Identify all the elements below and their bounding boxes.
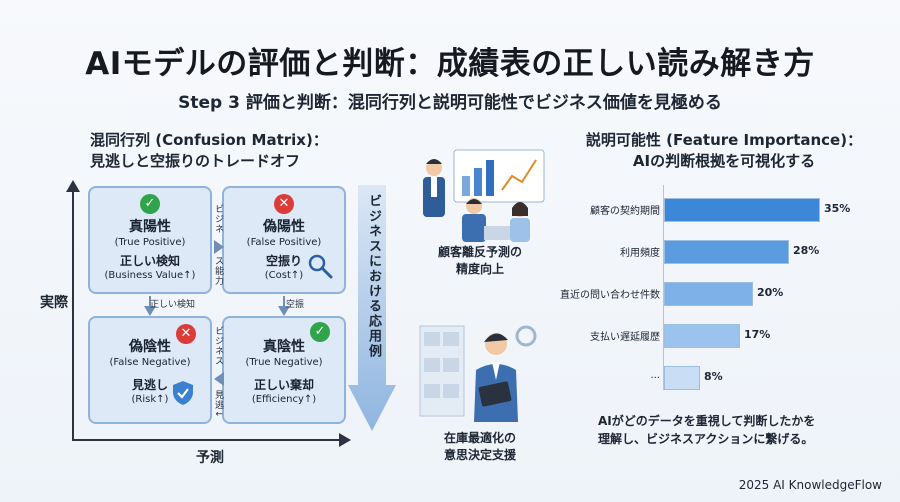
case1-label: 顧客離反予測の 精度向上 [410, 244, 550, 278]
link-label-bottom-a: ビジネス [213, 326, 223, 366]
cross-icon: ✕ [274, 194, 294, 214]
importance-heading-line2: AIの判断根拠を可視化する [632, 152, 816, 170]
importance-axis [663, 185, 664, 390]
importance-bar-row: 顧客の契約期間 35% [560, 198, 870, 222]
team-analysis-illustration [423, 149, 545, 242]
tp-name: 真陽性 [129, 219, 171, 235]
application-down-arrow-icon [348, 185, 396, 431]
feature-importance-heading: 説明可能性 (Feature Importance)： AIの判断根拠を可視化す… [574, 130, 874, 172]
case2-line1: 在庫最適化の [443, 431, 516, 445]
importance-bar [664, 324, 740, 348]
importance-bar-value: 17% [744, 328, 771, 341]
importance-note-line2: 理解し、ビジネスアクションに繋げる。 [598, 432, 814, 446]
importance-bar-label: 直近の問い合わせ件数 [560, 290, 660, 301]
footer-credit: 2025 AI KnowledgeFlow [738, 478, 882, 492]
importance-bar [664, 240, 789, 264]
tp-meaning: 正しい検知 [119, 254, 180, 268]
magnifier-icon [308, 254, 333, 279]
arrow-right-icon [214, 240, 224, 254]
importance-bar [664, 366, 700, 390]
importance-bar-label: 支払い遅延履歴 [590, 332, 660, 343]
tp-english: (True Positive) [114, 237, 186, 248]
fp-english: (False Positive) [246, 237, 322, 248]
y-axis-line [72, 186, 74, 441]
importance-bar [664, 198, 820, 222]
fn-impact: (Risk↑) [131, 394, 169, 405]
true-positive-cell: ✓ 真陽性 (True Positive) 正しい検知 (Business Va… [88, 186, 212, 294]
tn-name: 真陰性 [263, 339, 305, 355]
page-title: AIモデルの評価と判断：成績表の正しい読み解き方 [85, 46, 815, 82]
importance-bar-row: 直近の問い合わせ件数 20% [560, 282, 870, 306]
fn-english: (False Negative) [109, 357, 191, 368]
link-label-bottom-b: 見逃↓ [213, 390, 223, 419]
case2-line2: 意思決定支援 [443, 448, 516, 462]
link-label-right: 空振 [286, 300, 305, 310]
importance-bar [664, 282, 753, 306]
true-negative-cell: 真陰性 (True Negative) 正しい棄却 (Efficiency↑) [222, 316, 346, 424]
x-axis-arrow-icon [339, 433, 351, 447]
link-label-top-b: ス能力 [213, 256, 223, 286]
arrow-down-icon [144, 296, 156, 316]
importance-bar-value: 35% [824, 202, 851, 215]
fp-meaning: 空振り [265, 254, 302, 268]
fn-name: 偽陰性 [129, 339, 171, 355]
link-label-left: 正しい検知 [150, 300, 196, 310]
arrow-left-icon [214, 372, 224, 386]
importance-bar-label: 顧客の契約期間 [590, 206, 660, 217]
case2-label: 在庫最適化の 意思決定支援 [410, 430, 550, 464]
y-axis-label: 実際 [40, 295, 68, 311]
case1-line2: 精度向上 [455, 262, 504, 276]
link-label-top-a: ビジネ [213, 204, 223, 234]
tn-english: (True Negative) [245, 357, 323, 368]
cross-icon: ✕ [176, 324, 196, 344]
importance-bar-row: 支払い遅延履歴 17% [560, 324, 870, 348]
importance-bar-value: 28% [793, 244, 820, 257]
x-axis-line [72, 439, 342, 441]
importance-heading-line1: 説明可能性 (Feature Importance)： [585, 131, 863, 149]
importance-bar-value: 20% [757, 286, 784, 299]
importance-bar-value: 8% [704, 370, 723, 383]
y-axis-arrow-icon [66, 180, 80, 192]
x-axis-label: 予測 [196, 450, 224, 466]
tn-meaning: 正しい棄却 [253, 378, 314, 392]
check-icon: ✓ [310, 322, 330, 342]
fp-name: 偽陽性 [263, 219, 305, 235]
importance-bar-label: 利用頻度 [620, 248, 660, 259]
shield-icon [173, 381, 193, 405]
importance-bar-row: 利用頻度 28% [560, 240, 870, 264]
confusion-matrix-heading: 混同行列 (Confusion Matrix)： 見逃しと空振りのトレードオフ [90, 130, 328, 172]
check-icon: ✓ [140, 194, 160, 214]
fn-meaning: 見逃し [131, 378, 168, 392]
importance-note-line1: AIがどのデータを重視して判断したかを [598, 414, 816, 428]
tp-impact: (Business Value↑) [104, 270, 196, 281]
page-subtitle: Step 3 評価と判断：混同行列と説明可能性でビジネス価値を見極める [178, 93, 722, 113]
confusion-heading-line1: 混同行列 (Confusion Matrix)： [90, 131, 328, 149]
tn-impact: (Efficiency↑) [251, 394, 317, 405]
false-positive-cell: ✕ 偽陽性 (False Positive) 空振り (Cost↑) [222, 186, 346, 294]
case1-line1: 顧客離反予測の [437, 245, 522, 259]
importance-bar-label: ... [650, 370, 660, 381]
confusion-heading-line2: 見逃しと空振りのトレードオフ [90, 152, 301, 170]
applications-vertical-label: ビジネスにおける応用例 [366, 194, 381, 359]
importance-note: AIがどのデータを重視して判断したかを 理解し、ビジネスアクションに繋げる。 [598, 412, 815, 448]
inventory-illustration [419, 325, 537, 422]
importance-bar-row: ... 8% [560, 366, 870, 390]
fp-impact: (Cost↑) [264, 270, 304, 281]
arrow-down-icon [278, 296, 290, 316]
